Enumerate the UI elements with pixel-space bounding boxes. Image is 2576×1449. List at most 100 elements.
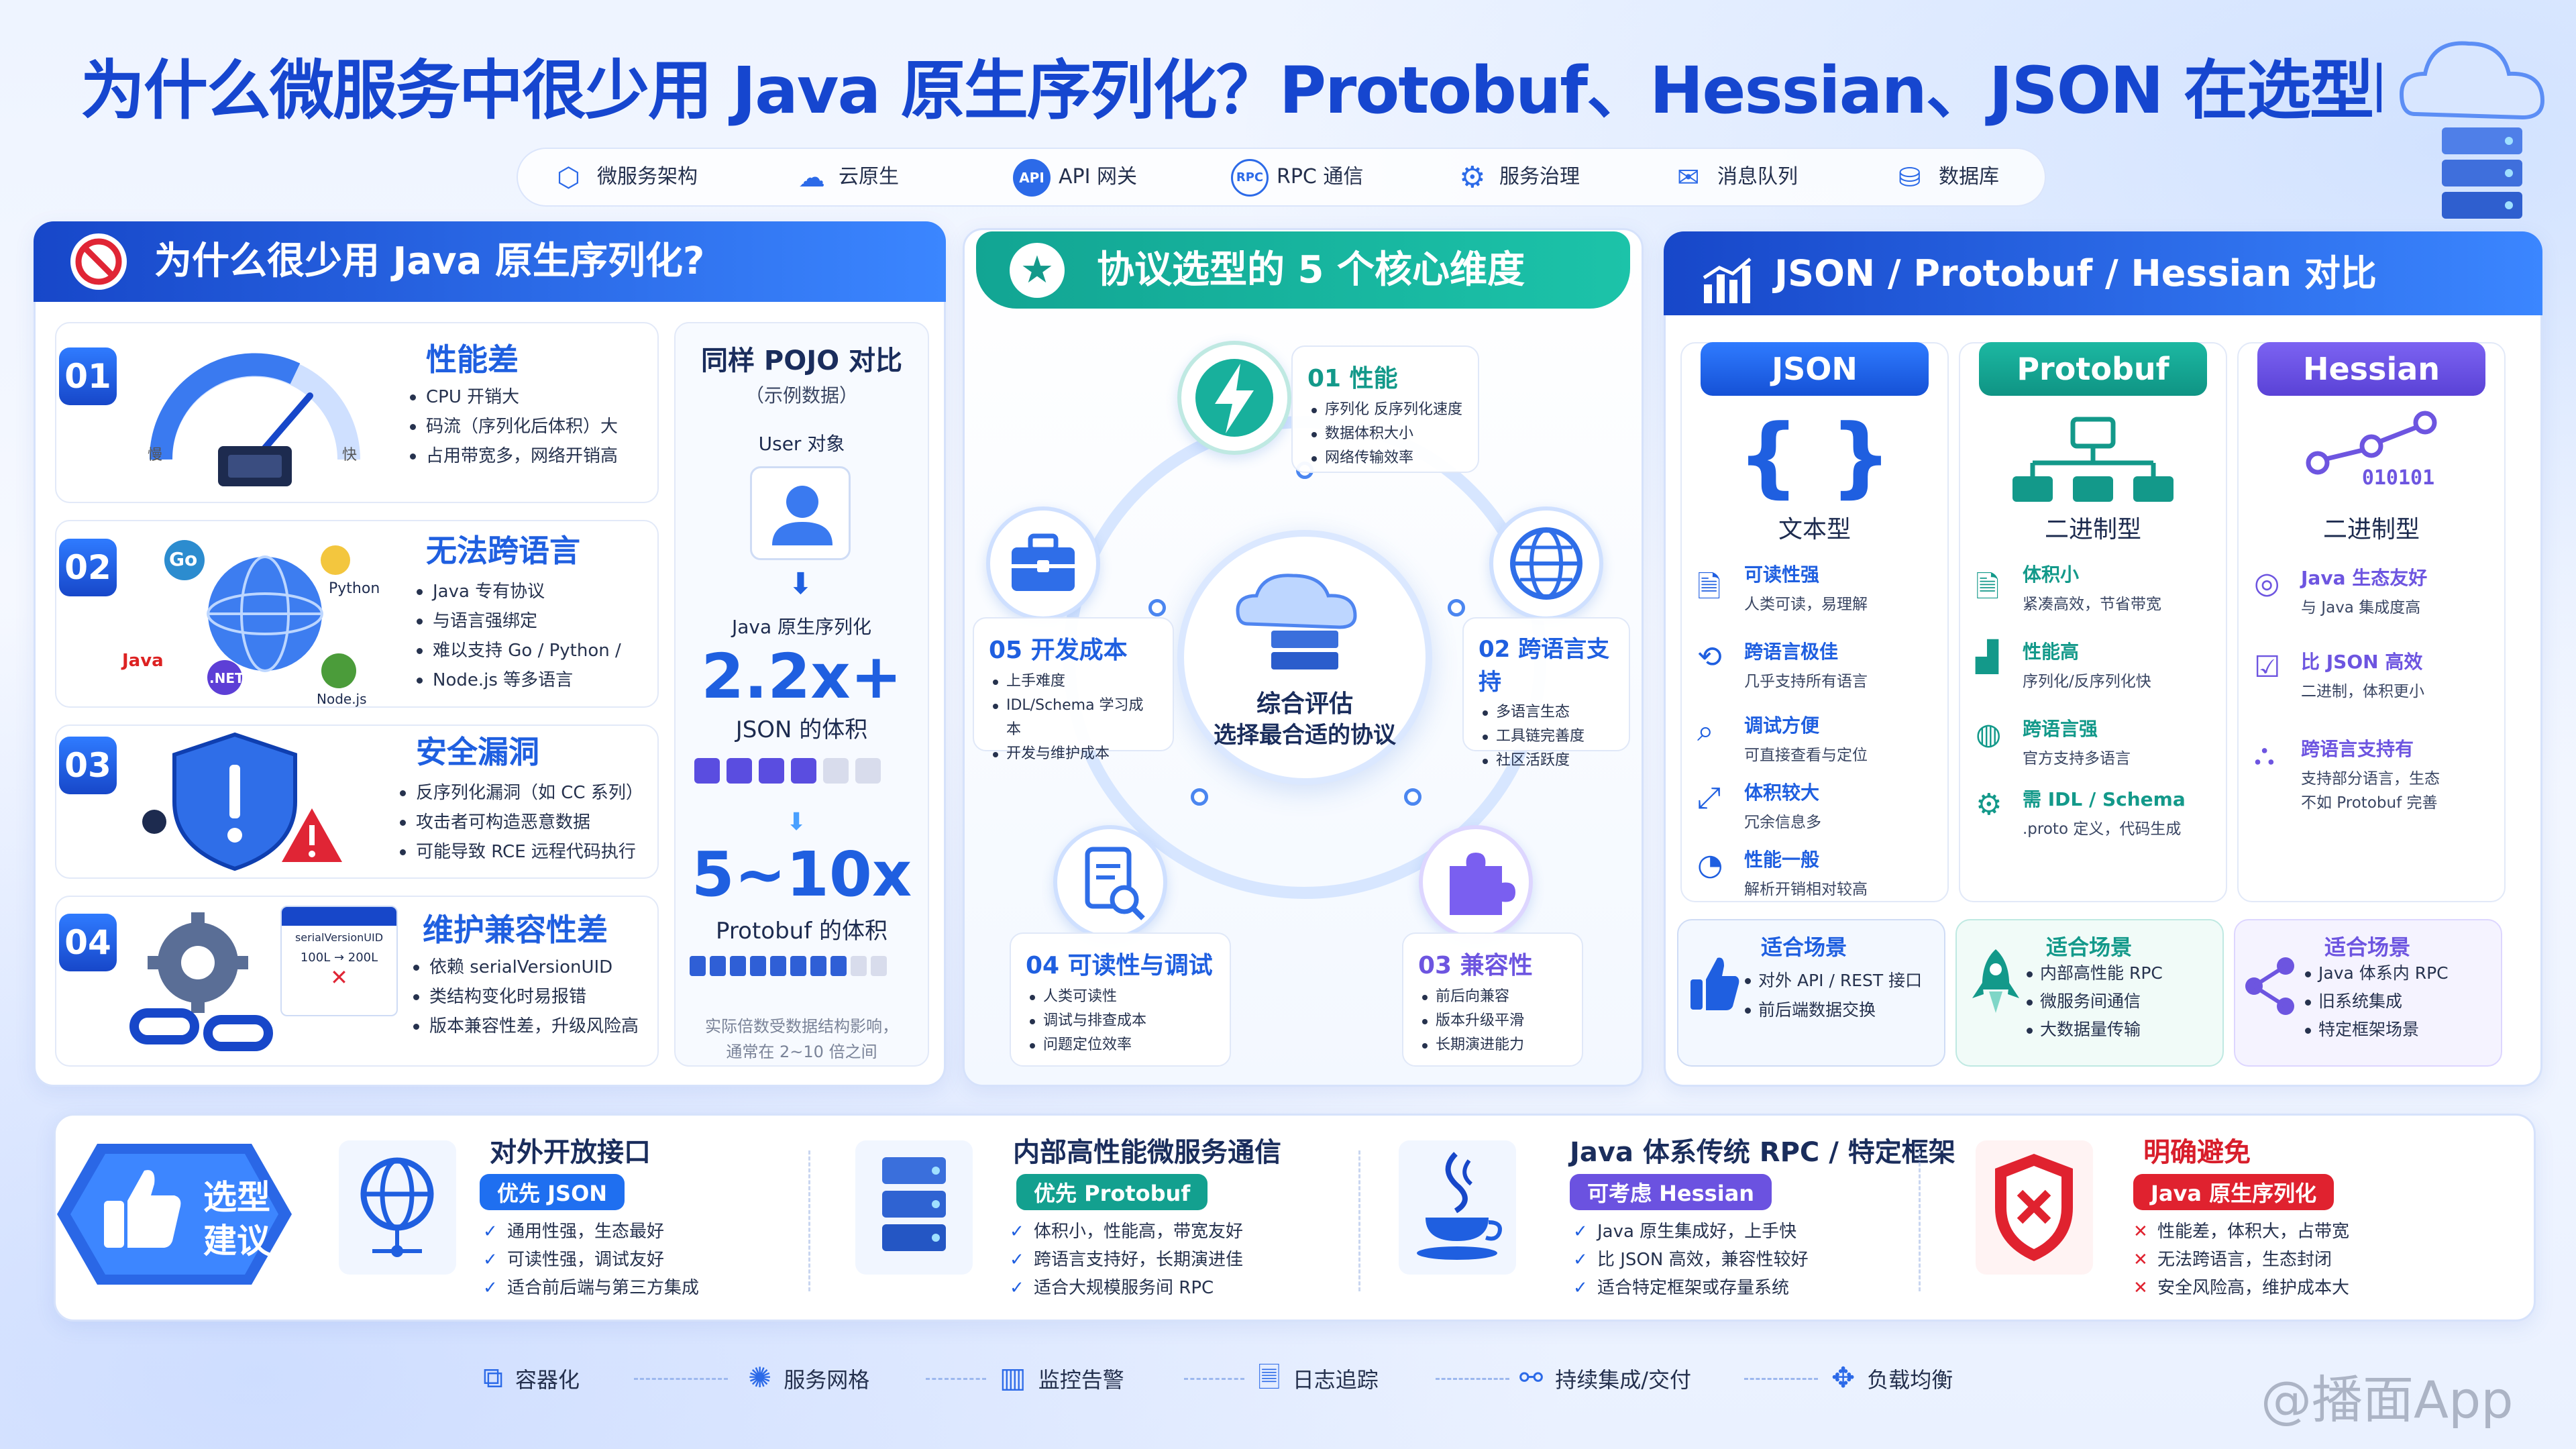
feature-size: ⤢ 体积较大冗余信息多 <box>1697 781 1821 831</box>
shield-x-icon <box>1976 1140 2093 1275</box>
advice-title: 对外开放接口 <box>490 1137 651 1168</box>
java-serialization-label: Java 原生序列化 <box>731 616 872 638</box>
advice-points: 体积小，性能高，带宽友好 跨语言支持好，长期演进佳 适合大规模服务间 RPC <box>1010 1218 1345 1302</box>
nav-item-microservices[interactable]: ⬡微服务架构 <box>557 153 698 201</box>
hessian-scene-box <box>2234 919 2502 1067</box>
log-search-icon: 🗏 <box>1258 1361 1281 1394</box>
reason-title: 性能差 <box>426 341 519 378</box>
center-subtitle: 选择最合适的协议 <box>1214 722 1396 749</box>
protobuf-column-header: Protobuf <box>1979 342 2207 396</box>
bottom-connector <box>634 1378 728 1380</box>
cloud-server-icon <box>2388 27 2556 241</box>
right-panel-header: JSON / Protobuf / Hessian 对比 <box>1664 231 2542 315</box>
advice-tag: 优先 Protobuf <box>1016 1174 1208 1210</box>
puzzle-icon <box>1419 825 1533 939</box>
reason-number: 02 <box>59 539 117 596</box>
bottom-item-cicd[interactable]: ⚯持续集成/交付 <box>1519 1361 1691 1394</box>
reason-title: 无法跨语言 <box>426 533 580 569</box>
json-column <box>1680 342 1949 902</box>
message-queue-icon: ✉ <box>1677 162 1700 193</box>
center-title: 综合评估 <box>1256 690 1353 718</box>
reason-points: Java 专有协议 与语言强绑定 难以支持 Go / Python / Node… <box>413 577 654 695</box>
speed-gauge-icon: ◔ <box>1697 848 1723 882</box>
reason-title: 安全漏洞 <box>416 734 539 770</box>
compare-note-line2: 通常在 2~10 倍之间 <box>726 1042 877 1061</box>
bottom-item-container[interactable]: ⧉容器化 <box>483 1361 580 1394</box>
server-rack-icon <box>855 1140 973 1275</box>
page-title: 为什么微服务中很少用 Java 原生序列化？Protobuf、Hessian、J… <box>80 53 2381 128</box>
rpc-icon: RPC <box>1231 158 1269 197</box>
shield-warning-icon <box>134 728 349 875</box>
ring-dot <box>1404 788 1421 806</box>
uid-label: serialVersionUID <box>294 931 384 944</box>
bottom-item-tracing[interactable]: 🗏日志追踪 <box>1258 1361 1379 1394</box>
uid-change: 100L → 200L <box>300 951 378 965</box>
dimension-card-compatibility: 03 兼容性 前后向兼容 版本升级平滑 长期演进能力 <box>1402 932 1583 1067</box>
microservice-icon: ⬡ <box>557 162 580 193</box>
json-scene-list: 对外 API / REST 接口 前后端数据交换 <box>1741 966 1942 1025</box>
reason-card-performance <box>55 322 659 503</box>
reason-number: 04 <box>59 914 117 971</box>
reason-points: 依赖 serialVersionUID 类结构变化时易报错 版本兼容性差，升级风… <box>409 953 657 1041</box>
bottom-item-service-mesh[interactable]: ✺服务网格 <box>748 1361 870 1394</box>
braces-icon: { } <box>1737 405 1892 507</box>
gauge-fast-label: 快 <box>342 447 358 464</box>
ratio-protobuf-bar <box>690 956 918 979</box>
nav-item-database[interactable]: ⛁数据库 <box>1898 153 1999 201</box>
ring-dot <box>1148 599 1166 616</box>
compare-subtitle: （示例数据） <box>745 384 858 407</box>
advice-badge-line2: 建议 <box>203 1222 270 1260</box>
user-icon <box>750 466 851 560</box>
binary-digits: 010101 <box>2361 466 2435 490</box>
pojo-compare-card <box>674 322 929 1067</box>
cloud-icon: ☁ <box>798 162 825 193</box>
uid-card: serialVersionUID 100L → 200L ✕ <box>280 906 398 1016</box>
protobuf-scene-title: 适合场景 <box>2046 934 2133 960</box>
nav-item-governance[interactable]: ⚙服务治理 <box>1459 153 1580 201</box>
java-label: Java <box>122 651 164 671</box>
expand-doc-icon: ⤢ <box>1697 781 1721 815</box>
divider <box>808 1150 810 1291</box>
feature-java-friendly: ◎ Java 生态友好与 Java 集成度高 <box>2254 566 2428 616</box>
bar-chart-icon: ▟ <box>1976 640 1998 674</box>
globe-icon <box>1489 506 1603 621</box>
hessian-scene-list: Java 体系内 RPC 旧系统集成 特定框架场景 <box>2301 959 2502 1044</box>
database-icon: ⛁ <box>1898 162 1921 193</box>
top-nav-bar <box>517 148 2046 207</box>
java-ecosystem-icon: ◎ <box>2254 566 2280 600</box>
bottom-connector <box>1184 1378 1244 1380</box>
dimension-card-performance: 01 性能 序列化 反序列化速度 数据体积大小 网络传输效率 <box>1291 345 1479 473</box>
advice-points: 性能差，体积大，占带宽 无法跨语言，生态封闭 安全风险高，维护成本大 <box>2133 1218 2482 1302</box>
feature-cross-lang-strong: ◍ 跨语言强官方支持多语言 <box>1976 717 2131 767</box>
globe-network-icon <box>339 1140 456 1275</box>
advice-badge: 选型 建议 <box>50 1134 305 1295</box>
ratio-json-desc: JSON 的体积 <box>735 716 868 743</box>
nav-item-mq[interactable]: ✉消息队列 <box>1677 153 1798 201</box>
reason-title: 维护兼容性差 <box>423 912 608 948</box>
pipeline-icon: ⚯ <box>1519 1361 1544 1394</box>
uid-error-mark: ✕ <box>330 965 348 990</box>
feature-perf: ◔ 性能一般解析开销相对较高 <box>1697 848 1868 898</box>
watermark: @播面App <box>2261 1370 2514 1430</box>
bottom-connector <box>1436 1378 1509 1380</box>
gauge-icon: 慢 快 <box>134 332 376 493</box>
rocket-icon <box>1969 946 2023 1022</box>
bottom-item-load-balance[interactable]: ✥负载均衡 <box>1831 1361 1953 1394</box>
java-coffee-icon <box>1399 1140 1516 1275</box>
exchange-icon: ⟲ <box>1697 640 1722 674</box>
feature-debug: ⌕ 调试方便可直接查看与定位 <box>1697 714 1868 764</box>
compare-title: 同样 POJO 对比 <box>700 345 903 376</box>
feature-small-size: 🗎 体积小紧凑高效，节省带宽 <box>1976 560 2217 614</box>
gear-icon: ⚙ <box>1976 788 2002 822</box>
ratio-json: 2.2x+ <box>701 641 902 712</box>
reason-card-security <box>55 724 659 879</box>
json-column-header: JSON <box>1701 342 1929 396</box>
thumbs-up-icon <box>1687 953 1741 1016</box>
bottom-item-monitoring[interactable]: ▥监控告警 <box>1000 1361 1124 1394</box>
nodejs-label: Node.js <box>317 691 367 707</box>
feature-idl: ⚙ 需 IDL / Schema.proto 定义，代码生成 <box>1976 788 2186 838</box>
document-icon: 🗎 <box>1976 570 2000 604</box>
nav-item-cloud-native[interactable]: ☁云原生 <box>798 153 899 201</box>
